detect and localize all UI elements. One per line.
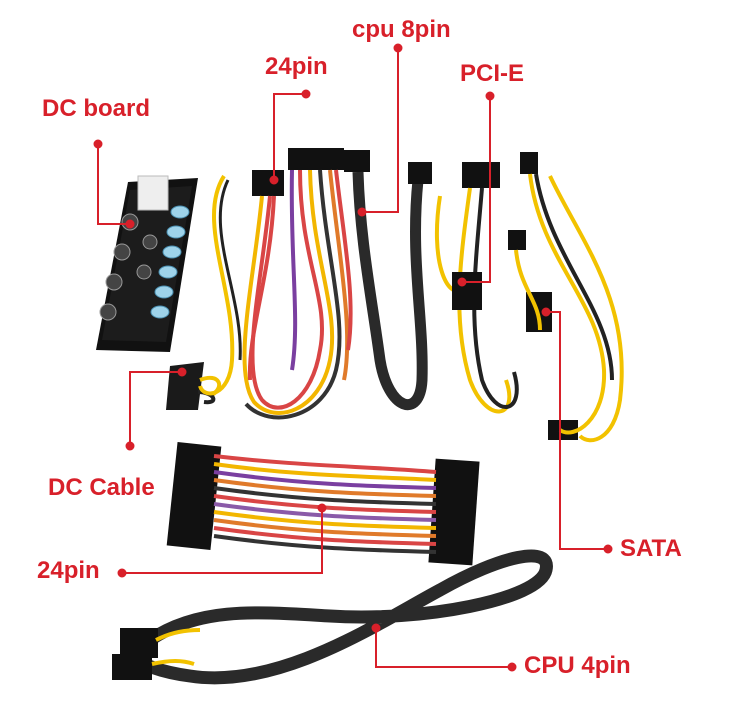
cable-cpu-4pin [112, 549, 553, 685]
dc-cable-board [166, 362, 222, 410]
cable-cpu-8pin [344, 150, 432, 411]
cable-24pin-top [242, 148, 353, 420]
label-cpu-8pin: cpu 8pin [352, 16, 451, 43]
label-24pin-bottom: 24pin [37, 557, 100, 584]
label-cpu-4pin: CPU 4pin [524, 652, 631, 679]
label-pci-e: PCI-E [460, 60, 525, 87]
cable-pci-e [435, 162, 519, 414]
label-dc-board: DC board [42, 95, 150, 122]
dc-board [96, 175, 198, 352]
cable-24pin-bottom [166, 441, 480, 566]
label-24pin-top: 24pin [265, 53, 328, 80]
cable-sata [508, 152, 624, 443]
label-sata: SATA [620, 535, 682, 562]
leader-lines [93, 43, 613, 672]
label-dc-cable: DC Cable [48, 474, 155, 501]
